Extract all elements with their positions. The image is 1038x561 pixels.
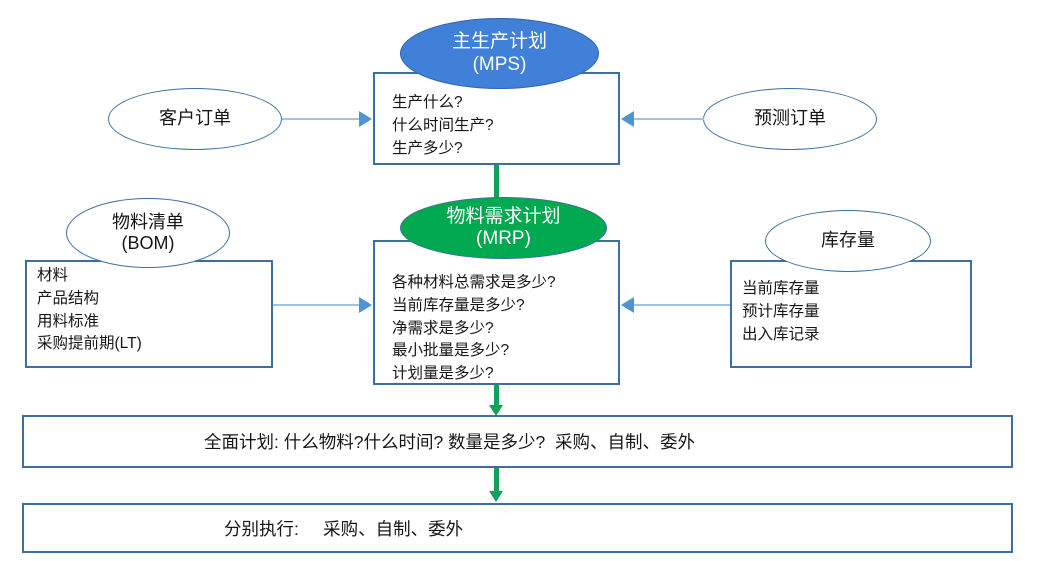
- inventory-detail-box: [730, 260, 972, 368]
- overall-plan-text: 全面计划: 什么物料?什么时间? 数量是多少? 采购、自制、委外: [204, 432, 696, 452]
- arrow-head-right-icon: [359, 111, 372, 127]
- bom-ellipse-line2: (BOM): [121, 233, 175, 253]
- arrow-head-down-icon: [489, 491, 503, 502]
- mps-ellipse: 主生产计划 (MPS): [400, 18, 599, 89]
- arrow-head-left-icon: [621, 111, 634, 127]
- customer-order-label: 客户订单: [159, 108, 231, 129]
- arrow-head-right-icon: [359, 297, 372, 313]
- connector-mrp-to-overall-plan: [494, 385, 499, 407]
- mps-detail-text: 生产什么? 什么时间生产? 生产多少?: [392, 94, 494, 157]
- execute-bar: 分别执行: 采购、自制、委外: [22, 503, 1013, 553]
- inventory-ellipse-label: 库存量: [821, 230, 875, 251]
- overall-plan-bar: 全面计划: 什么物料?什么时间? 数量是多少? 采购、自制、委外: [22, 415, 1013, 468]
- execute-text: 分别执行: 采购、自制、委外: [224, 518, 464, 539]
- bom-detail-text: 材料 产品结构 用料标准 采购提前期(LT): [37, 267, 142, 353]
- forecast-order-label: 预测订单: [754, 108, 826, 129]
- mps-ellipse-line1: 主生产计划: [451, 31, 547, 53]
- mrp-ellipse-line2: (MRP): [476, 228, 531, 249]
- mps-ellipse-line2: (MPS): [472, 53, 527, 75]
- inventory-ellipse: 库存量: [765, 210, 931, 272]
- arrow-head-down-icon: [489, 405, 503, 416]
- mrp-ellipse-line1: 物料需求计划: [446, 205, 561, 227]
- arrow-forecast-order-to-mps: [634, 118, 704, 120]
- connector-overall-plan-to-execute: [494, 468, 499, 492]
- arrow-bom-to-mrp: [273, 304, 359, 306]
- bom-ellipse: 物料清单 (BOM): [66, 198, 230, 268]
- connector-mps-to-mrp: [494, 165, 499, 203]
- bom-ellipse-line1: 物料清单: [112, 211, 184, 232]
- arrow-customer-order-to-mps: [282, 118, 360, 120]
- mrp-detail-text: 各种材料总需求是多少? 当前库存量是多少? 净需求是多少? 最小批量是多少? 计…: [392, 274, 556, 383]
- forecast-order-ellipse: 预测订单: [703, 88, 877, 150]
- inventory-detail-text: 当前库存量 预计库存量 出入库记录: [742, 280, 820, 343]
- mrp-ellipse: 物料需求计划 (MRP): [400, 197, 607, 259]
- customer-order-ellipse: 客户订单: [108, 88, 282, 150]
- arrow-inventory-to-mrp: [634, 304, 730, 306]
- mrp-detail-box: [373, 240, 620, 385]
- arrow-head-left-icon: [621, 297, 634, 313]
